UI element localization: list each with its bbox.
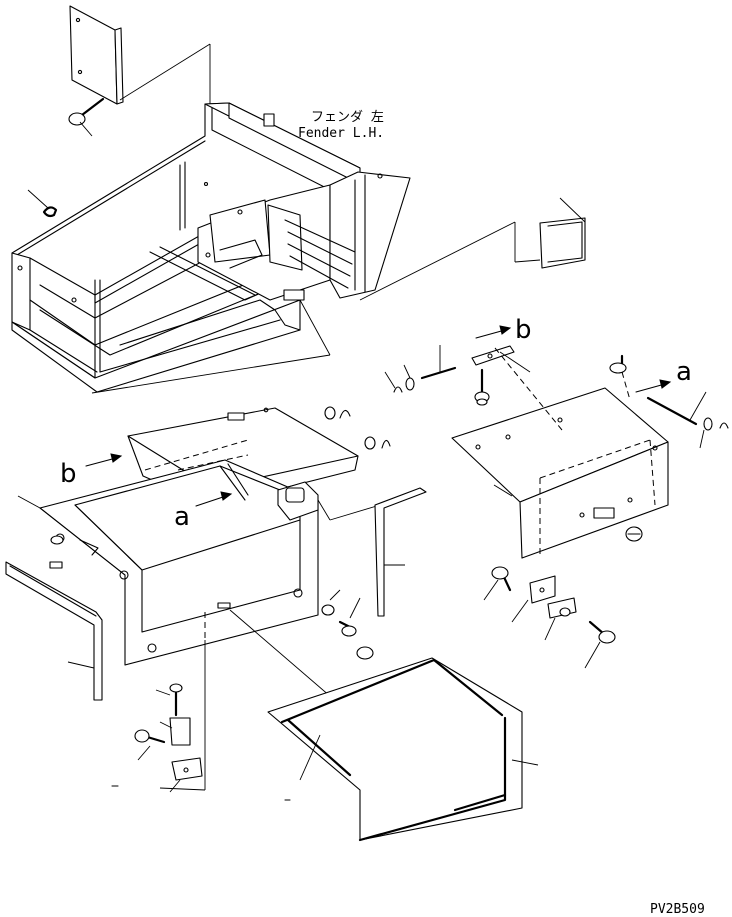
clip-small: [27, 189, 58, 218]
latch-parts: [483, 566, 616, 669]
ref-a-center: a: [174, 502, 190, 532]
tall-bracket: [374, 487, 427, 617]
battery-box: [17, 459, 319, 666]
rod-right: [646, 391, 729, 449]
washers-center: [324, 406, 391, 450]
arrow-a-center: [195, 491, 233, 507]
drawing-code: PV2B509: [650, 902, 705, 917]
fender-left-assembly: [197, 171, 411, 301]
l-bracket-left: [5, 561, 103, 701]
fender-label-en: Fender L.H.: [298, 126, 384, 141]
knob-lid: [625, 526, 643, 542]
bolt-lower-left: [111, 683, 203, 793]
main-frame: [11, 102, 361, 394]
bolt-lid-top: [609, 354, 631, 401]
washer-pin: [384, 364, 415, 393]
arrow-b-left: [85, 453, 123, 467]
bolt-center: [474, 368, 490, 406]
battery-lid-right: [451, 347, 669, 559]
ref-b-top: b: [515, 315, 532, 345]
fender-label-jp: フェンダ 左: [311, 110, 384, 125]
bolts-bottom-center: [321, 589, 374, 660]
hinge-bracket: [471, 345, 531, 373]
cover-plate-top: [69, 5, 211, 106]
ref-b-left: b: [60, 459, 77, 489]
side-plate-right: [359, 197, 586, 301]
bolt-top: [68, 97, 105, 137]
arrow-b-top: [475, 325, 512, 339]
arrow-a-right: [635, 379, 672, 393]
ref-a-right: a: [676, 357, 692, 387]
bottom-cover: [267, 657, 539, 842]
hinge-pin: [420, 345, 457, 380]
